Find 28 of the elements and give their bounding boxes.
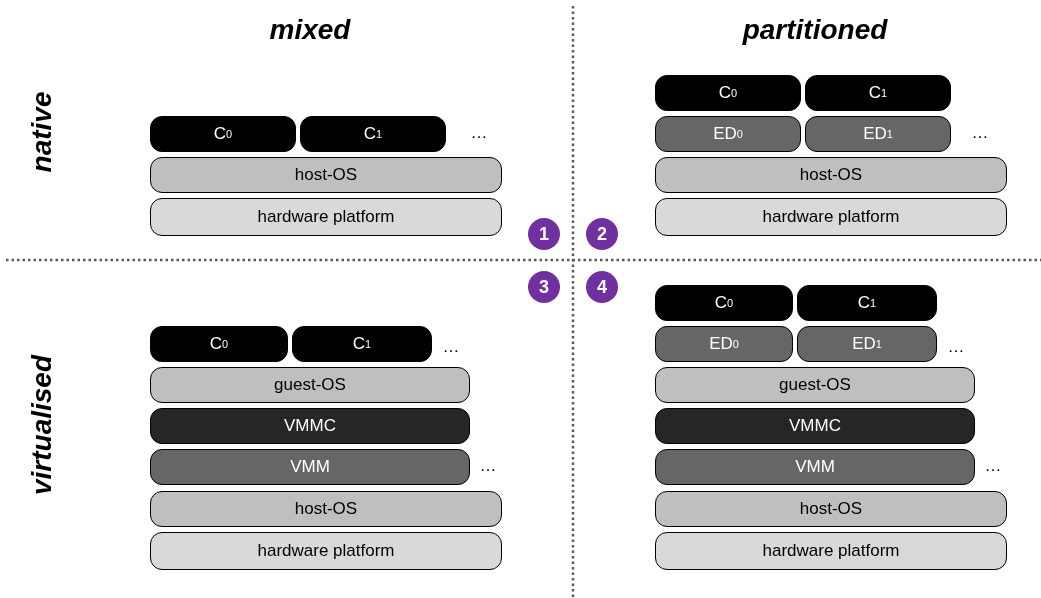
layer-block: hardware platform <box>655 198 1007 236</box>
layer-block: host-OS <box>150 157 502 193</box>
ellipsis-text: … <box>947 337 965 357</box>
number-badge: 2 <box>586 218 618 250</box>
heading: native <box>26 91 58 173</box>
heading: mixed <box>269 14 351 46</box>
number-badge: 4 <box>586 271 618 303</box>
layer-block: hardware platform <box>150 198 502 236</box>
layer-block: VMM <box>655 449 975 485</box>
ellipsis-text: … <box>470 123 488 143</box>
layer-block: VMMC <box>150 408 470 444</box>
ellipsis-text: … <box>479 456 497 476</box>
ellipsis-text: … <box>984 456 1002 476</box>
heading: partitioned <box>742 14 888 46</box>
ellipsis-text: … <box>442 337 460 357</box>
layer-block: guest-OS <box>655 367 975 403</box>
layer-block: host-OS <box>150 491 502 527</box>
ellipsis-text: … <box>971 123 989 143</box>
layer-block: VMM <box>150 449 470 485</box>
number-badge: 3 <box>528 271 560 303</box>
layer-block: hardware platform <box>150 532 502 570</box>
heading: virtualised <box>26 354 58 496</box>
layer-block: host-OS <box>655 491 1007 527</box>
layer-block: host-OS <box>655 157 1007 193</box>
layer-block: hardware platform <box>655 532 1007 570</box>
layer-block: VMMC <box>655 408 975 444</box>
number-badge: 1 <box>528 218 560 250</box>
layer-block: guest-OS <box>150 367 470 403</box>
